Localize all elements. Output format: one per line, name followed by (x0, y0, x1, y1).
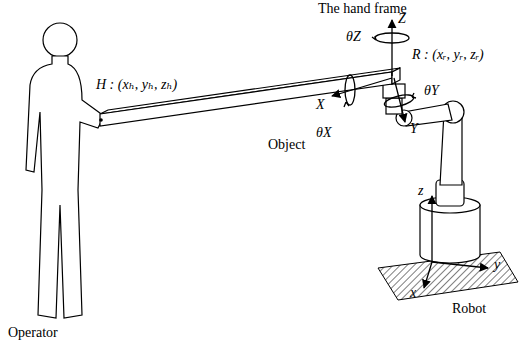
grasp-point (99, 118, 103, 122)
rotation-label: θZ (346, 30, 361, 44)
rotation-label: θY (424, 84, 439, 98)
point-label: H : (xₕ, yₕ, zₕ) (96, 78, 177, 92)
robot-base (420, 180, 480, 263)
rotation-label: θX (316, 126, 331, 140)
object-bar (100, 68, 400, 126)
object-label: Object (268, 138, 305, 152)
point-label: R : (xᵣ, yᵣ, zᵣ) (412, 48, 484, 62)
axis-label: z (418, 184, 423, 198)
hand-frame-axes (332, 20, 416, 122)
robot-arm (383, 84, 464, 185)
robot-label: Robot (452, 302, 486, 316)
axis-label: x (410, 286, 416, 300)
operator-label: Operator (8, 326, 58, 340)
axis-label: y (494, 258, 500, 272)
robot-base-axes (424, 196, 488, 288)
frame-title: The hand frame (318, 2, 407, 16)
axis-label: X (316, 98, 325, 112)
operator-figure (26, 23, 104, 318)
axis-label: Y (410, 122, 418, 136)
axis-label: Z (398, 12, 406, 26)
